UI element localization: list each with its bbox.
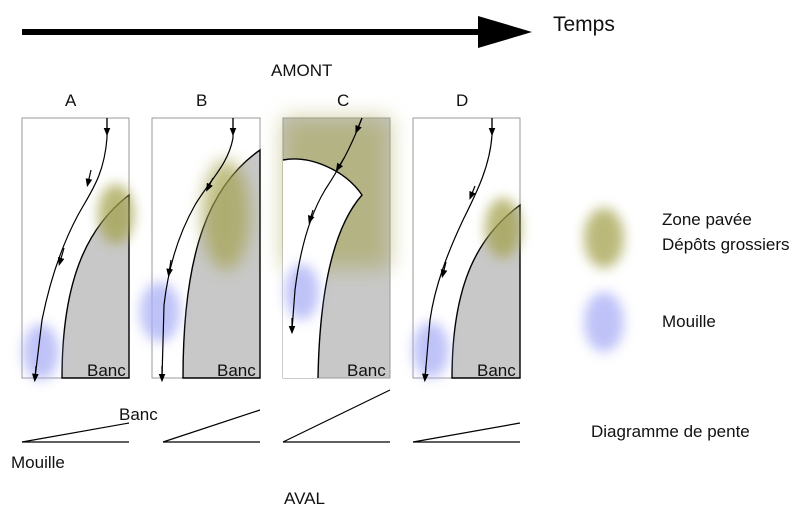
panel-b-bar-label: Banc (217, 361, 256, 380)
panel-a (21, 117, 134, 443)
panel-d-flow-arrow-4 (422, 365, 429, 383)
panel-d-slope-line (412, 422, 521, 443)
legend-pool-label: Mouille (662, 312, 716, 331)
panel-a-flow-arrow-3 (57, 247, 65, 267)
time-arrow (22, 16, 532, 48)
panel-c (282, 117, 391, 443)
panel-c-pool (285, 264, 319, 320)
panel-b-paved-zone (202, 160, 250, 270)
downstream-label: AVAL (284, 489, 325, 508)
panel-d-pool (413, 322, 449, 378)
panel-b-pool (140, 282, 180, 342)
panel-d-bar-label: Banc (477, 361, 516, 380)
legend-coarse-deposits-label: Dépôts grossiers (662, 235, 790, 254)
panel-c-flow-arrow-1 (355, 117, 363, 134)
panel-a-paved-zone (98, 184, 134, 244)
panel-a-flow-arrow-2 (85, 169, 93, 188)
panel-a-slope-line (21, 422, 130, 443)
slope-bar-label: Banc (119, 405, 158, 424)
panel-b-thalweg (161, 118, 234, 379)
slope-diagram-title: Diagramme de pente (591, 422, 750, 441)
panel-c-flow-arrow-3 (307, 209, 315, 225)
panel-a-thalweg (34, 118, 108, 379)
legend-paved-zone-swatch (584, 208, 624, 268)
slope-pool-label: Mouille (11, 453, 65, 472)
panel-b-flow-arrow-3 (166, 259, 173, 278)
panel-c-letter: C (337, 91, 350, 110)
panel-d (412, 117, 521, 443)
panel-c-slope-line (282, 389, 391, 443)
legend-pool-swatch (584, 292, 624, 352)
panel-d-letter: D (456, 91, 469, 110)
panel-c-channel (283, 159, 362, 378)
panel-c-flow-arrow-2 (335, 157, 345, 172)
panel-d-flow-arrow-2 (469, 185, 476, 200)
panel-a-letter: A (65, 91, 77, 110)
upstream-label: AMONT (271, 61, 333, 80)
panel-d-thalweg (424, 118, 493, 379)
time-label: Temps (553, 13, 615, 36)
panel-b-letter: B (196, 91, 208, 110)
panel-a-flow-arrow-4 (32, 365, 39, 383)
panel-a-pool (23, 324, 59, 380)
panel-c-thalweg (291, 117, 363, 331)
panel-a-bar-label: Banc (87, 361, 126, 380)
panel-c-bar-edge (282, 158, 363, 379)
legend-paved-zone-label: Zone pavée (662, 210, 752, 229)
panel-c-bar-label: Banc (347, 361, 386, 380)
panel-b (140, 117, 261, 443)
panel-d-flow-arrow-3 (440, 261, 448, 279)
panel-b-flow-arrow-2 (206, 177, 214, 192)
panel-d-paved-zone (485, 198, 521, 258)
panel-b-slope-line (162, 409, 261, 443)
